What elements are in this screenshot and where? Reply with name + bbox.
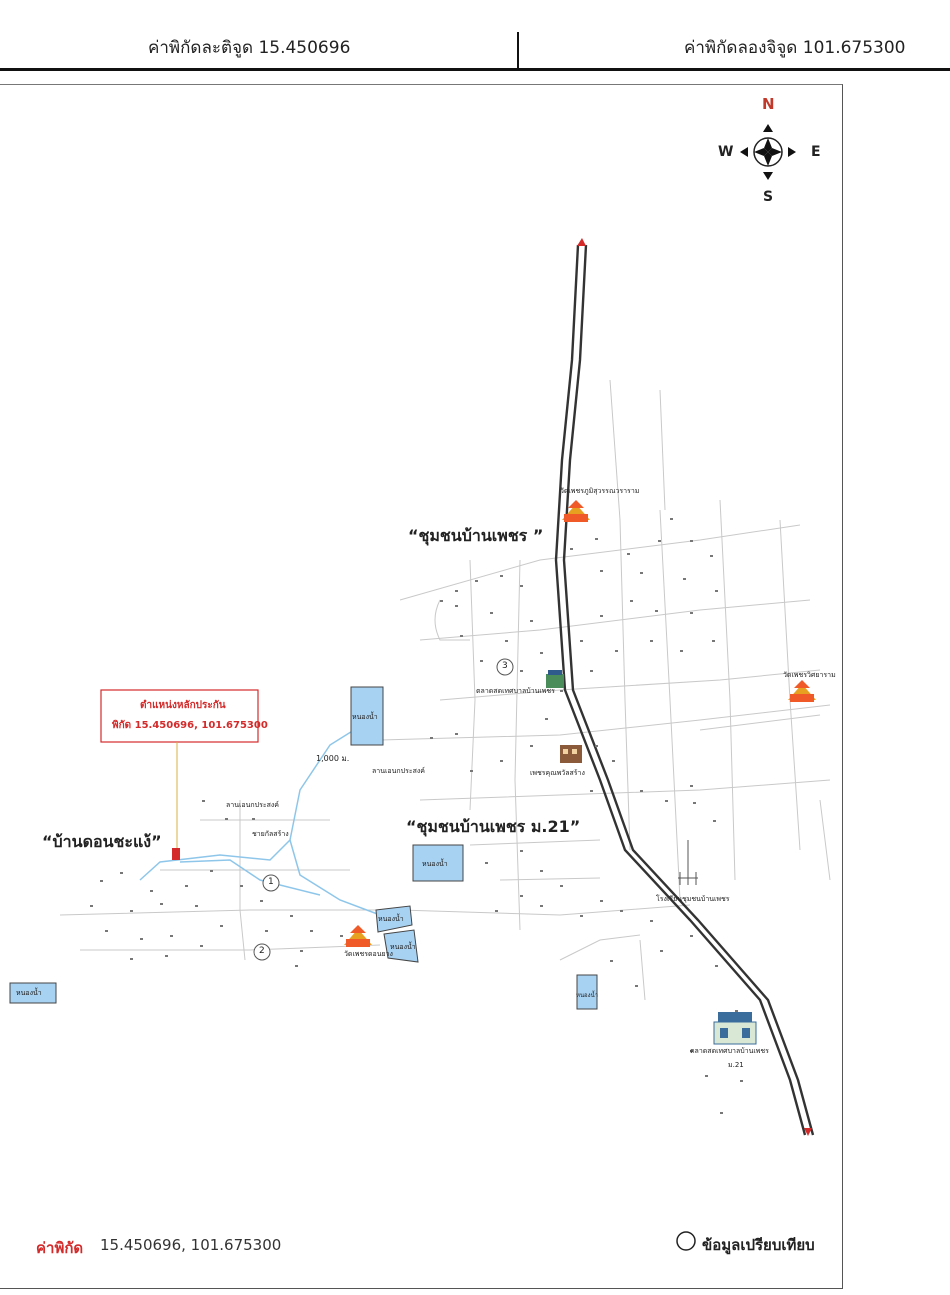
- pond-6: [9, 982, 57, 1004]
- callout-title: ตำแหน่งหลักประกัน: [140, 700, 226, 711]
- pond-3: [375, 905, 413, 933]
- marker-label-2: 2: [259, 946, 265, 956]
- legend-label: ข้อมูลเปรียบเทียบ: [702, 1236, 815, 1254]
- shop-label: ชายกัลสร้าง: [252, 830, 289, 838]
- numbered-markers: [253, 658, 514, 961]
- legend-circle-icon: [676, 1231, 696, 1251]
- stream-2: [289, 839, 381, 916]
- minor-roads: [59, 379, 831, 1001]
- marker-3: [496, 658, 514, 676]
- stream-1: [139, 719, 371, 881]
- field-label-2: ลานเอนกประสงค์: [226, 801, 279, 809]
- market-label-1: ตลาดสดเทศบาลบ้านเพชร: [476, 687, 555, 695]
- school-label: โรงเรียนชุมชนบ้านเพชร: [656, 895, 730, 903]
- pond-1: [350, 686, 384, 746]
- pond-5: [576, 974, 598, 1010]
- main-highway-outer: [554, 244, 807, 1136]
- header-divider: [517, 32, 519, 68]
- community-label-2: “ชุมชนบ้านเพชร ม.21”: [406, 817, 581, 836]
- callout-box: [100, 689, 259, 743]
- road-arrow-south: [804, 1128, 812, 1136]
- road-arrow-north: [577, 238, 586, 246]
- header-bar: ค่าพิกัดละติจูด 15.450696 ค่าพิกัดลองจิจ…: [0, 22, 950, 71]
- compass-w: W: [718, 144, 734, 160]
- community-label-1: “ชุมชนบ้านเพชร ”: [408, 526, 544, 545]
- temple-icons: [344, 500, 816, 947]
- pond-label-1: หนองน้ำ: [352, 713, 378, 721]
- school-icon: [678, 840, 698, 885]
- main-highway-inner: [562, 244, 815, 1136]
- marker-label-3: 3: [502, 661, 508, 671]
- marker-2: [253, 943, 271, 961]
- pond-label-6: หนองน้ำ: [16, 989, 42, 997]
- market-label-2: ตลาดสดเทศบาลบ้านเพชร: [690, 1047, 769, 1055]
- hospital-icon: [560, 745, 582, 763]
- latitude-label: ค่าพิกัดละติจูด 15.450696: [148, 38, 351, 58]
- hospital-label: เพชรคุณพวัลสร้าง: [530, 769, 585, 777]
- pond-2: [412, 844, 464, 882]
- pond-label-4: หนองน้ำ: [390, 943, 416, 951]
- market-label-2b: ม.21: [728, 1061, 744, 1069]
- pond-4: [383, 929, 419, 963]
- footer-coord-prefix: ค่าพิกัด: [36, 1239, 84, 1257]
- market-icon-1: [546, 670, 564, 688]
- ponds: [9, 686, 598, 1010]
- building-markers: [90, 518, 743, 1114]
- temple-label-3: วัดเพชรดอนยาง: [344, 950, 393, 958]
- callout-coords: พิกัด 15.450696, 101.675300: [112, 720, 268, 731]
- map-frame: [0, 84, 843, 1289]
- distance-label: 1,000 ม.: [316, 754, 350, 763]
- stream-3: [179, 859, 321, 896]
- pond-label-3: หนองน้ำ: [378, 915, 404, 923]
- marker-label-1: 1: [268, 877, 274, 887]
- compass-n: N: [762, 95, 775, 113]
- compass-e: E: [811, 144, 821, 160]
- longitude-label: ค่าพิกัดลองจิจูด 101.675300: [684, 38, 906, 58]
- temple-icon-1: [562, 500, 590, 522]
- temple-icon-3: [344, 925, 372, 947]
- market-icon-2: [713, 1012, 757, 1045]
- footer-coord-value: 15.450696, 101.675300: [100, 1236, 282, 1254]
- temple-label-2: วัดเพชรวิศยาราม: [783, 671, 836, 679]
- pond-label-2: หนองน้ำ: [422, 860, 448, 868]
- pond-label-5: หนองน้ำ: [576, 992, 599, 999]
- compass-s: S: [763, 189, 774, 205]
- temple-icon-2: [788, 680, 816, 702]
- field-label-1: ลานเอนกประสงค์: [372, 767, 425, 775]
- village-label: “บ้านดอนชะแง้”: [42, 832, 162, 851]
- compass-rose: [740, 124, 796, 180]
- marker-1: [262, 874, 280, 892]
- temple-label-1: วัดเพชรภูมิสุวรรณวราราม: [560, 487, 640, 495]
- collateral-marker: [172, 848, 180, 860]
